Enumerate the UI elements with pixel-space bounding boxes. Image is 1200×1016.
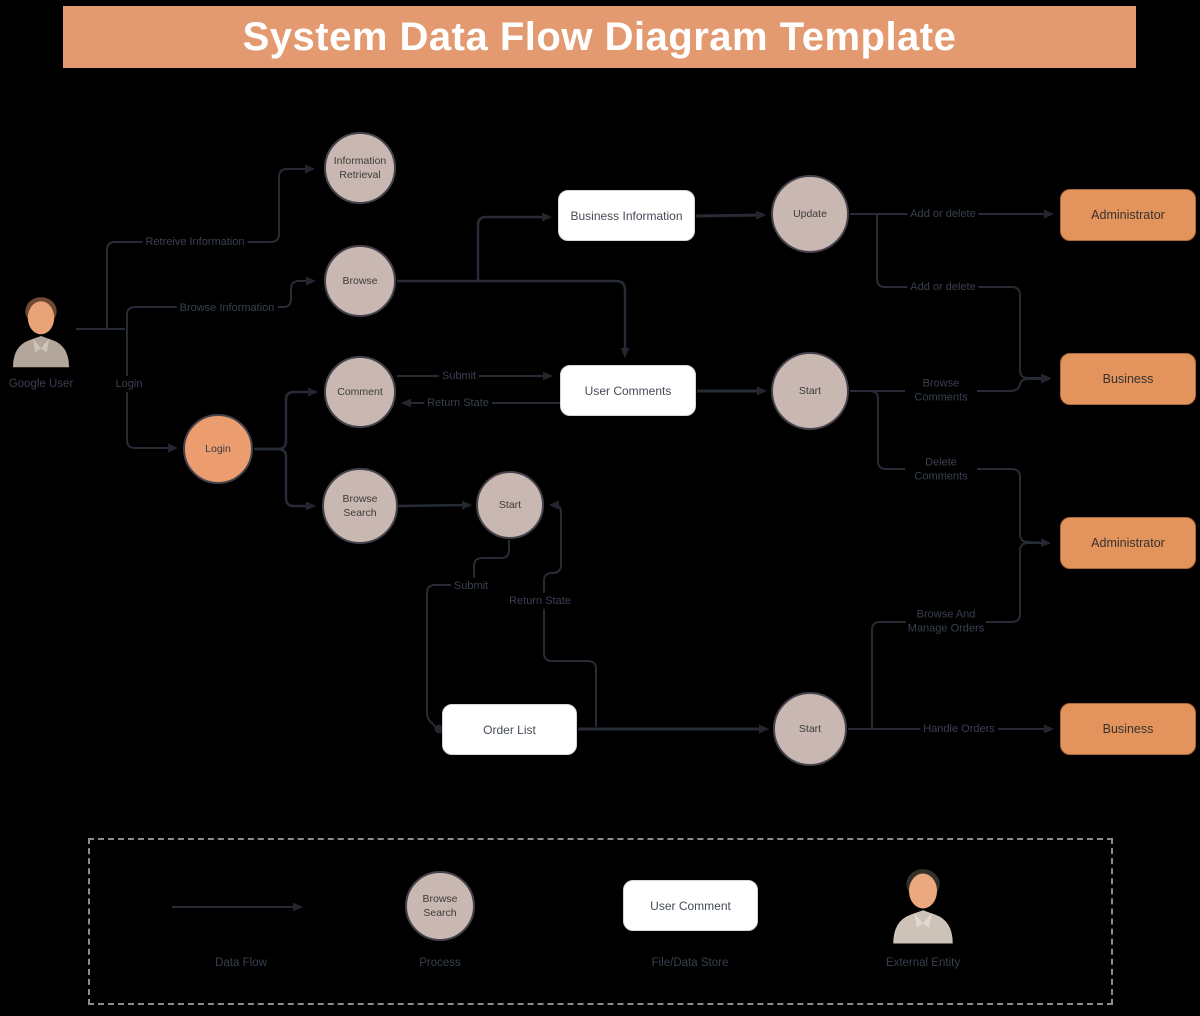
legend-process-label: Process: [419, 957, 461, 969]
entity-business-bottom[interactable]: Business: [1060, 703, 1196, 755]
entity-business-top[interactable]: Business: [1060, 353, 1196, 405]
edge-label-browse-and-manage-orders: Browse And Manage Orders: [906, 606, 986, 638]
process-information-retrieval[interactable]: Information Retrieval: [324, 132, 396, 204]
legend: [88, 838, 1113, 1005]
edge-label-retreive-information: Retreive Information: [142, 233, 248, 251]
entity-administrator-bottom[interactable]: Administrator: [1060, 517, 1196, 569]
edge-label-add-or-delete-top: Add or delete: [907, 205, 979, 223]
edge-label-add-or-delete-bottom: Add or delete: [907, 278, 979, 296]
edge-label-browse-information: Browse Information: [176, 299, 278, 317]
legend-data-flow-label: Data Flow: [215, 957, 267, 969]
process-start-search[interactable]: Start: [476, 471, 544, 539]
legend-external-entity-icon: [893, 869, 953, 944]
edge-label-browse-comments: Browse Comments: [905, 375, 977, 407]
edge-label-submit-comment: Submit: [438, 367, 480, 385]
edge-label-delete-comments: Delete Comments: [905, 454, 977, 486]
process-start-orders[interactable]: Start: [773, 692, 847, 766]
process-browse-search[interactable]: Browse Search: [322, 468, 398, 544]
process-comment[interactable]: Comment: [324, 356, 396, 428]
google-user-icon[interactable]: [8, 292, 74, 370]
process-login[interactable]: Login: [183, 414, 253, 484]
store-user-comments[interactable]: User Comments: [560, 365, 696, 416]
process-start-comments[interactable]: Start: [771, 352, 849, 430]
edge-label-handle-orders: Handle Orders: [920, 720, 998, 738]
google-user-label: Google User: [8, 378, 74, 390]
legend-process-example: Browse Search: [405, 871, 475, 941]
legend-file-data-store-example: User Comment: [623, 880, 758, 931]
edge-label-login: Login: [112, 375, 146, 393]
entity-administrator-top[interactable]: Administrator: [1060, 189, 1196, 241]
edge-label-submit-order: Submit: [450, 577, 492, 595]
process-update[interactable]: Update: [771, 175, 849, 253]
store-business-information[interactable]: Business Information: [558, 190, 695, 241]
page-title: System Data Flow Diagram Template: [63, 6, 1136, 68]
process-browse[interactable]: Browse: [324, 245, 396, 317]
edge-label-return-state-comment: Return State: [424, 394, 492, 412]
legend-external-entity-label: External Entity: [885, 957, 961, 969]
edge-label-return-state-order: Return State: [506, 592, 574, 610]
store-order-list[interactable]: Order List: [442, 704, 577, 755]
legend-file-data-store-label: File/Data Store: [651, 957, 729, 969]
